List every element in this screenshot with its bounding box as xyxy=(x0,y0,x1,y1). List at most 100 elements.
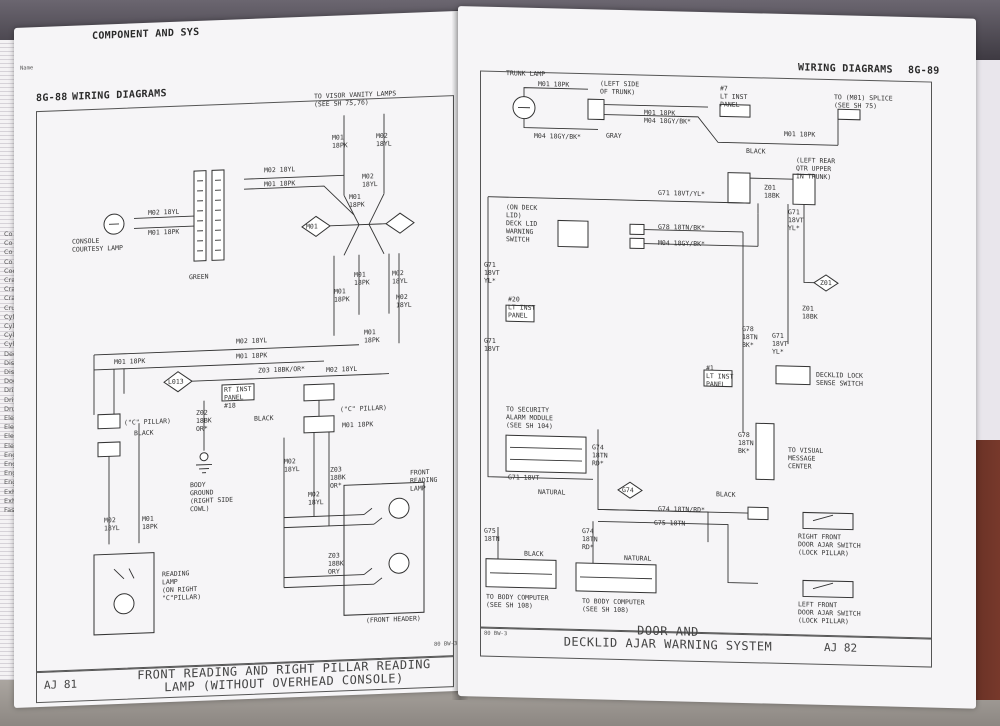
side-index-item: Cru xyxy=(4,303,16,312)
wire-label: Z01 18BK xyxy=(802,304,818,321)
wire-label: M02 18YL xyxy=(326,364,358,375)
label-left-side-trunk: (LEFT SIDE OF TRUNK) xyxy=(600,79,640,97)
side-index-item: Engi xyxy=(4,450,19,459)
side-index-item: Elec xyxy=(4,441,18,450)
wire-label: M01 18PK xyxy=(349,192,365,210)
label-black: BLACK xyxy=(716,490,736,499)
left-page: COMPONENT AND SYS Name 8G-88 WIRING DIAG… xyxy=(14,10,466,708)
label-deck-lid-switch: (ON DECK LID) DECK LID WARNING SWITCH xyxy=(506,203,538,244)
wire-label: G78 18TN/BK* xyxy=(658,222,705,233)
label-trunk-lamp: TRUNK LAMP xyxy=(506,69,546,79)
wire-label: M01 18PK xyxy=(264,179,296,189)
side-index-item: Drun xyxy=(4,404,20,413)
footer-ref: 80 BW-3 xyxy=(484,630,508,638)
splice-m01: M01 xyxy=(306,222,318,231)
wire-label: Z03 18BK OR* xyxy=(330,465,346,490)
wiring-diagram-right xyxy=(485,87,861,599)
page-code: AJ 82 xyxy=(824,640,858,655)
label-body-ground: BODY GROUND (RIGHT SIDE COWL) xyxy=(190,480,234,514)
side-index-item: Elec xyxy=(4,432,18,441)
side-index-item: Elec xyxy=(4,423,18,432)
wire-label: M02 18YL xyxy=(284,457,300,474)
side-index-item: Co xyxy=(4,239,13,248)
side-index-item: Dist xyxy=(4,368,17,377)
side-index-item: Fas xyxy=(4,506,15,515)
wire-label: G74 18TN RD* xyxy=(582,527,598,552)
label-natural: NATURAL xyxy=(624,554,652,563)
wire-label: G71 18VT YL* xyxy=(484,260,500,285)
wire-label: M01 18PK xyxy=(354,270,370,287)
wire-label: M02 18YL xyxy=(392,269,408,286)
wire-label: M01 18PK xyxy=(148,227,180,237)
wire-label: M01 18PK xyxy=(784,129,816,139)
label-console-lamp: CONSOLE COURTESY LAMP xyxy=(72,236,123,254)
label-reading-lamp: READING LAMP (ON RIGHT "C"PILLAR) xyxy=(162,569,202,603)
wire-label: M01 18PK xyxy=(334,287,350,304)
label-to-m01-splice: TO (M01) SPLICE (SEE SH 75) xyxy=(834,93,893,111)
wire-label: G74 18TN/RD* xyxy=(658,504,705,515)
splice-l013: L013 xyxy=(168,377,184,387)
label-black: BLACK xyxy=(524,549,544,559)
side-index-item: Cyli xyxy=(4,331,16,340)
wire-label: M01 18PK xyxy=(114,356,146,367)
wire-label: G71 18VT YL* xyxy=(772,331,788,356)
side-index-item: Cyl xyxy=(4,312,15,321)
wire-label: G71 18VT xyxy=(484,336,500,354)
wire-label: G71 18VT/YL* xyxy=(658,188,705,199)
wire-label: G78 18TN BK* xyxy=(742,324,758,350)
right-page: WIRING DIAGRAMS 8G-89 xyxy=(458,6,976,709)
wire-label: M04 18GY/BK* xyxy=(534,131,581,142)
side-index-item: Doc xyxy=(4,377,17,386)
wire-label: G71 18VT YL* xyxy=(788,208,804,233)
side-index-item: Exh xyxy=(4,487,17,496)
label-visual-message: TO VISUAL MESSAGE CENTER xyxy=(788,446,824,471)
wire-label: M01 18PK xyxy=(236,351,268,361)
splice-g74: G74 xyxy=(622,486,634,495)
label-left-rear: (LEFT REAR QTR UPPER IN TRUNK) xyxy=(796,156,836,182)
label-lt-inst-20: #20 LT INST PANEL xyxy=(508,295,536,320)
label-green: GREEN xyxy=(189,272,209,282)
wire-label: G74 18TN RD* xyxy=(592,443,608,468)
wire-label: M04 18GY/BK* xyxy=(644,116,691,126)
wire-label: M02 18YL xyxy=(236,336,268,346)
side-index-item: Driv xyxy=(4,386,18,395)
wire-label: M02 18YL xyxy=(376,131,392,149)
wire-label: M02 18YL xyxy=(362,172,378,189)
side-index-item: Cra xyxy=(4,285,16,294)
side-index-item: Co xyxy=(4,230,13,238)
label-body-computer: TO BODY COMPUTER (SEE SH 108) xyxy=(486,592,549,610)
wire-label: G78 18TN BK* xyxy=(738,430,754,456)
wire-label: G75 18TN xyxy=(484,526,500,544)
wire-label: M02 18YL xyxy=(396,292,412,310)
side-index-item: Eng xyxy=(4,478,17,487)
wire-label: G75 18TN xyxy=(654,518,686,528)
label-security-module: TO SECURITY ALARM MODULE (SEE SH 104) xyxy=(506,405,553,431)
label-left-front-switch: LEFT FRONT DOOR AJAR SWITCH (LOCK PILLAR… xyxy=(798,600,861,626)
side-index-item: Dec xyxy=(4,349,17,358)
wire-label: M01 18PK xyxy=(538,79,570,89)
wire-label: M01 18PK xyxy=(142,514,158,532)
side-index-item: Cyli xyxy=(4,340,16,349)
label-black: BLACK xyxy=(254,414,274,423)
wire-label: M02 18YL xyxy=(264,165,296,175)
wire-label: M01 18PK xyxy=(342,420,374,430)
label-decklid-lock: DECKLID LOCK SENSE SWITCH xyxy=(816,370,863,388)
label-body-computer: TO BODY COMPUTER (SEE SH 108) xyxy=(582,597,645,615)
label-natural: NATURAL xyxy=(538,487,566,497)
side-index-item: Co xyxy=(4,257,13,266)
label-right-front-switch: RIGHT FRONT DOOR AJAR SWITCH (LOCK PILLA… xyxy=(798,532,861,558)
label-lt-inst-7: #7 LT INST PANEL xyxy=(720,84,748,109)
wire-label: Z02 18BK OR* xyxy=(196,408,212,434)
wire-label: M02 18YL xyxy=(308,490,324,507)
splice-z01: Z01 xyxy=(820,278,832,288)
side-index-item: Co xyxy=(4,248,13,257)
label-visor: TO VISOR VANITY LAMPS (SEE SH 75,76) xyxy=(314,89,397,109)
wire-label: Z03 18BK ORY xyxy=(328,551,344,576)
side-index-item: Disc xyxy=(4,358,18,367)
side-index-item: Engi xyxy=(4,460,19,469)
wire-label: M01 18PK xyxy=(332,133,348,150)
wiring-diagram-left xyxy=(93,113,425,636)
wire-label: M01 18PK xyxy=(364,328,380,345)
label-black: BLACK xyxy=(746,147,766,156)
side-index-item: Cra xyxy=(4,294,16,303)
